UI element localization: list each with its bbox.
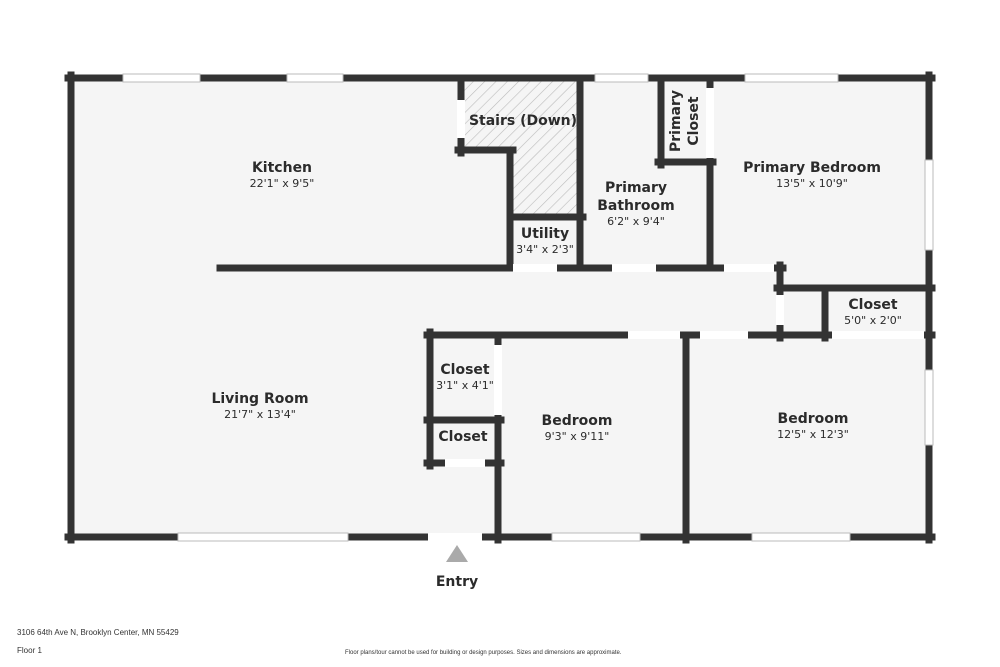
doorway <box>706 88 714 158</box>
address: 3106 64th Ave N, Brooklyn Center, MN 554… <box>17 628 179 637</box>
doorway <box>428 533 482 541</box>
windows <box>122 73 934 542</box>
room-name: Living Room <box>211 391 309 407</box>
room-name: Stairs (Down) <box>468 113 578 129</box>
doorway <box>724 264 774 272</box>
room-name: Closet <box>438 429 488 445</box>
stairs-area <box>464 81 577 214</box>
room-dims: 12'5" x 12'3" <box>777 428 849 441</box>
room-primary-closet: Primary Closet <box>667 90 703 152</box>
doorway <box>832 331 924 339</box>
window <box>751 532 851 542</box>
room-name: Closet <box>440 362 490 378</box>
room-name: Utility <box>520 226 570 242</box>
doorway <box>700 331 748 339</box>
entry-label: Entry <box>435 574 479 590</box>
room-dims: 21'7" x 13'4" <box>224 408 296 421</box>
room-name: Kitchen <box>251 160 313 176</box>
entry-icon <box>446 545 468 562</box>
floor-label: Floor 1 <box>17 646 42 655</box>
disclaimer: Floor plans/tour cannot be used for buil… <box>345 650 622 656</box>
doorway <box>494 345 502 415</box>
window <box>177 532 349 542</box>
doorway <box>445 459 485 467</box>
room-dims: 6'2" x 9'4" <box>607 215 665 228</box>
room-closet-small: Closet <box>438 428 487 446</box>
room-stairs: Stairs (Down) <box>469 112 577 130</box>
room-name: Bedroom <box>777 411 849 427</box>
room-dims: 9'3" x 9'11" <box>544 430 610 443</box>
window <box>122 73 201 83</box>
window <box>594 73 649 83</box>
window <box>924 159 934 251</box>
room-dims: 5'0" x 2'0" <box>844 314 902 327</box>
room-dims: 3'4" x 2'3" <box>516 243 574 256</box>
doorway <box>612 264 656 272</box>
room-name: Bedroom <box>541 413 613 429</box>
doorway <box>776 295 784 325</box>
room-name: Closet <box>848 297 898 313</box>
window <box>924 369 934 446</box>
window <box>286 73 344 83</box>
room-name: Primary Bathroom <box>597 180 675 214</box>
doorway <box>513 264 557 272</box>
doorway <box>457 100 465 138</box>
window <box>551 532 641 542</box>
room-dims: 13'5" x 10'9" <box>776 177 848 190</box>
window <box>744 73 839 83</box>
room-dims: 3'1" x 4'1" <box>436 379 494 392</box>
doorway <box>628 331 680 339</box>
room-name: Primary Closet <box>668 89 702 153</box>
room-dims: 22'1" x 9'5" <box>249 177 315 190</box>
room-name: Primary Bedroom <box>743 160 881 176</box>
